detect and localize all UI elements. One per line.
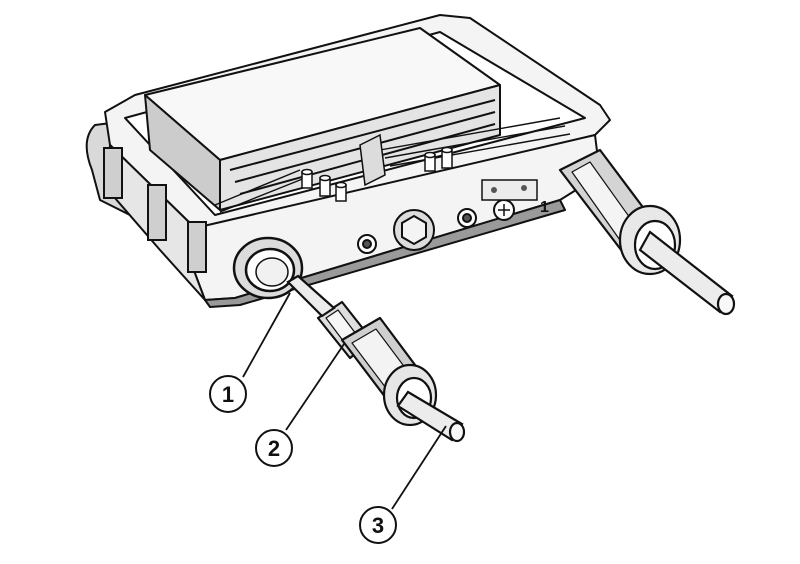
bracket-2 — [147, 184, 167, 241]
left-port-opening — [232, 236, 304, 300]
front-face-ports — [357, 179, 538, 254]
leader-line-2 — [285, 343, 345, 431]
module-rail — [229, 99, 496, 171]
bracket-3 — [187, 221, 207, 273]
callout-2-label: 2 — [268, 436, 280, 461]
callout-3-label: 3 — [372, 513, 384, 538]
leader-lines — [242, 292, 447, 510]
cable — [286, 274, 466, 443]
callout-3: 3 — [359, 506, 397, 544]
leader-line-1 — [242, 292, 291, 378]
leader-line-3 — [391, 425, 447, 510]
callout-1-label: 1 — [222, 382, 234, 407]
right-cable — [638, 230, 736, 316]
callout-2: 2 — [255, 429, 293, 467]
cable-gland-assembly — [316, 300, 438, 427]
standoffs — [301, 133, 453, 202]
module-side — [144, 94, 221, 211]
bracket-1 — [103, 147, 123, 199]
heatsink-fins — [214, 117, 571, 213]
panel-marking: 1 — [540, 199, 549, 216]
callout-1: 1 — [209, 375, 247, 413]
ground-label-plate — [481, 179, 538, 201]
mounting-brackets — [103, 147, 207, 273]
